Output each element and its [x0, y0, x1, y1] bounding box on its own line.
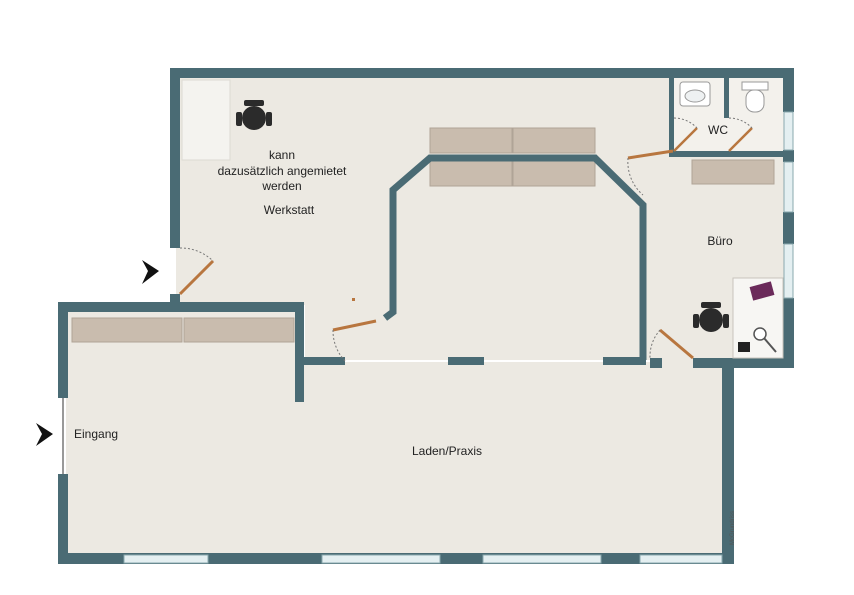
wall	[724, 78, 729, 118]
counter	[512, 160, 596, 187]
room-label-workshop: Werkstatt	[264, 203, 315, 217]
watermark: McGrundriss	[730, 511, 736, 545]
doors	[178, 117, 753, 363]
window-icon	[783, 161, 794, 213]
wall	[650, 358, 662, 368]
room-label-shop: Laden/Praxis	[412, 444, 482, 458]
window-icon	[783, 243, 794, 299]
wall	[170, 68, 794, 78]
floor-areas	[66, 76, 790, 555]
shop-floor	[66, 312, 730, 555]
door-icon	[673, 117, 698, 152]
workshop-note-line3: werden	[261, 179, 301, 193]
workshop-side-cabinet	[181, 79, 231, 161]
chair-icon	[236, 100, 272, 130]
wall	[58, 474, 68, 564]
wall	[603, 357, 646, 365]
windows	[62, 111, 794, 564]
window-icon	[123, 554, 209, 564]
window-icon	[639, 554, 723, 564]
chair-icon	[693, 302, 729, 332]
toilet-icon	[741, 81, 769, 113]
door-icon	[627, 149, 674, 196]
window-icon	[783, 111, 794, 151]
wall	[783, 298, 794, 368]
counters	[71, 127, 775, 343]
entrance-label: Eingang	[74, 427, 118, 441]
office-desk	[691, 159, 775, 185]
window-icon	[321, 554, 441, 564]
wall	[58, 302, 68, 398]
wall	[722, 362, 734, 564]
wall	[448, 357, 484, 365]
wc-fixtures	[679, 81, 769, 113]
office-furniture	[732, 277, 784, 359]
door-icon	[332, 298, 377, 363]
wall	[58, 302, 304, 312]
sink-icon	[679, 81, 711, 107]
inner-partition	[382, 154, 647, 360]
wall	[783, 212, 794, 244]
wall	[783, 150, 794, 162]
counter	[429, 127, 513, 154]
workshop-note-line1: kann	[269, 148, 295, 162]
room-label-office: Büro	[707, 234, 733, 248]
wall	[295, 302, 304, 402]
wall	[669, 151, 784, 157]
shop-counter	[183, 317, 295, 343]
arrow-icon	[142, 260, 159, 284]
counter	[429, 160, 513, 187]
shop-counter	[71, 317, 183, 343]
counter	[512, 127, 596, 154]
folder-icon	[749, 281, 775, 301]
upper-floor	[176, 76, 790, 365]
wall	[170, 68, 180, 248]
room-label-wc: WC	[708, 123, 728, 137]
wall	[170, 294, 180, 308]
window-icon	[482, 554, 602, 564]
door-icon	[178, 247, 215, 296]
wall	[669, 68, 674, 156]
door-icon	[728, 117, 753, 152]
wall	[783, 68, 794, 112]
door-icon	[649, 328, 694, 360]
wall	[300, 357, 345, 365]
arrow-icon	[36, 423, 53, 446]
wall	[693, 358, 794, 368]
workshop-note-line2: dazusätzlich angemietet	[218, 164, 347, 178]
lamp-icon	[753, 327, 777, 353]
phone-icon	[738, 342, 750, 352]
